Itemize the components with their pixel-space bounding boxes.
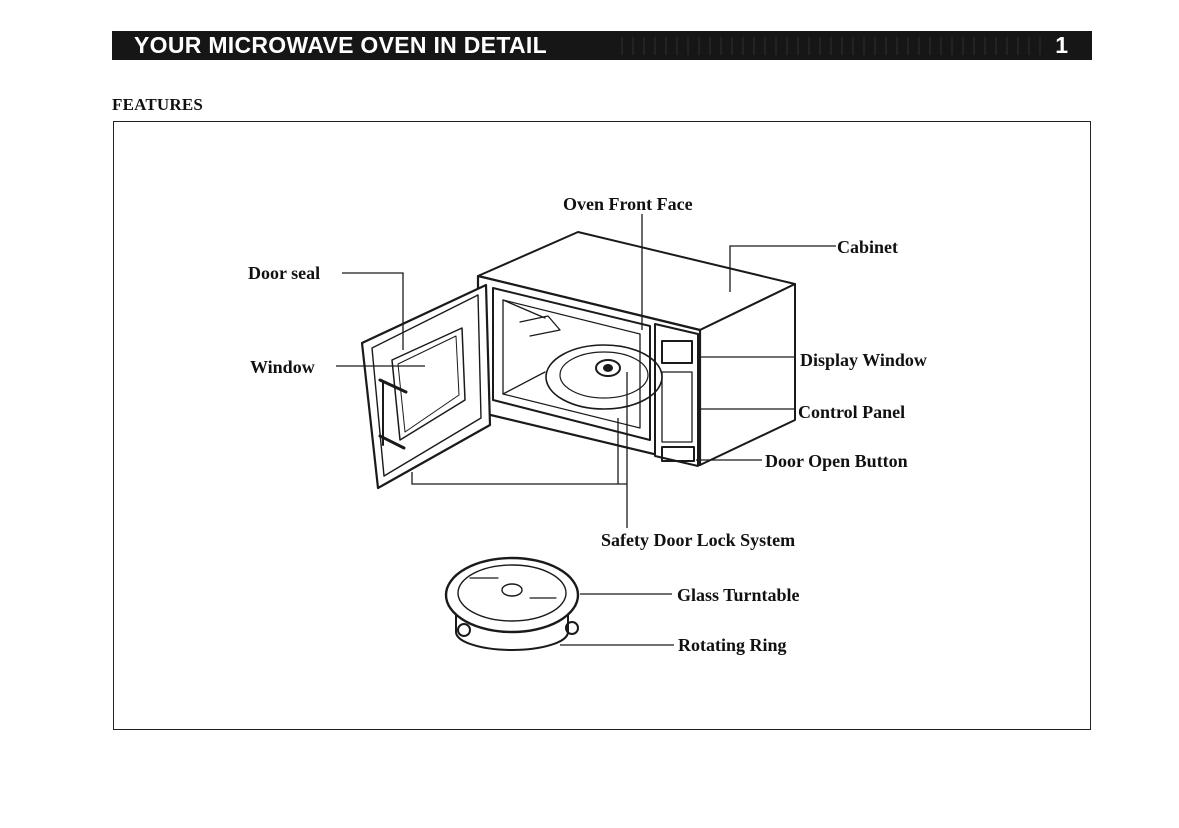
control-panel-drawing <box>655 324 698 466</box>
label-oven-front-face: Oven Front Face <box>563 194 693 214</box>
glass-turntable-drawing <box>446 558 578 650</box>
label-display-window: Display Window <box>800 350 927 370</box>
label-door-seal: Door seal <box>248 263 320 283</box>
label-rotating-ring: Rotating Ring <box>678 635 787 655</box>
label-window: Window <box>250 357 315 377</box>
label-safety-door-lock-system: Safety Door Lock System <box>601 530 795 550</box>
label-cabinet: Cabinet <box>837 237 898 257</box>
label-door-open-button: Door Open Button <box>765 451 908 471</box>
oven-door <box>362 285 490 488</box>
label-control-panel: Control Panel <box>798 402 905 422</box>
label-glass-turntable: Glass Turntable <box>677 585 800 605</box>
